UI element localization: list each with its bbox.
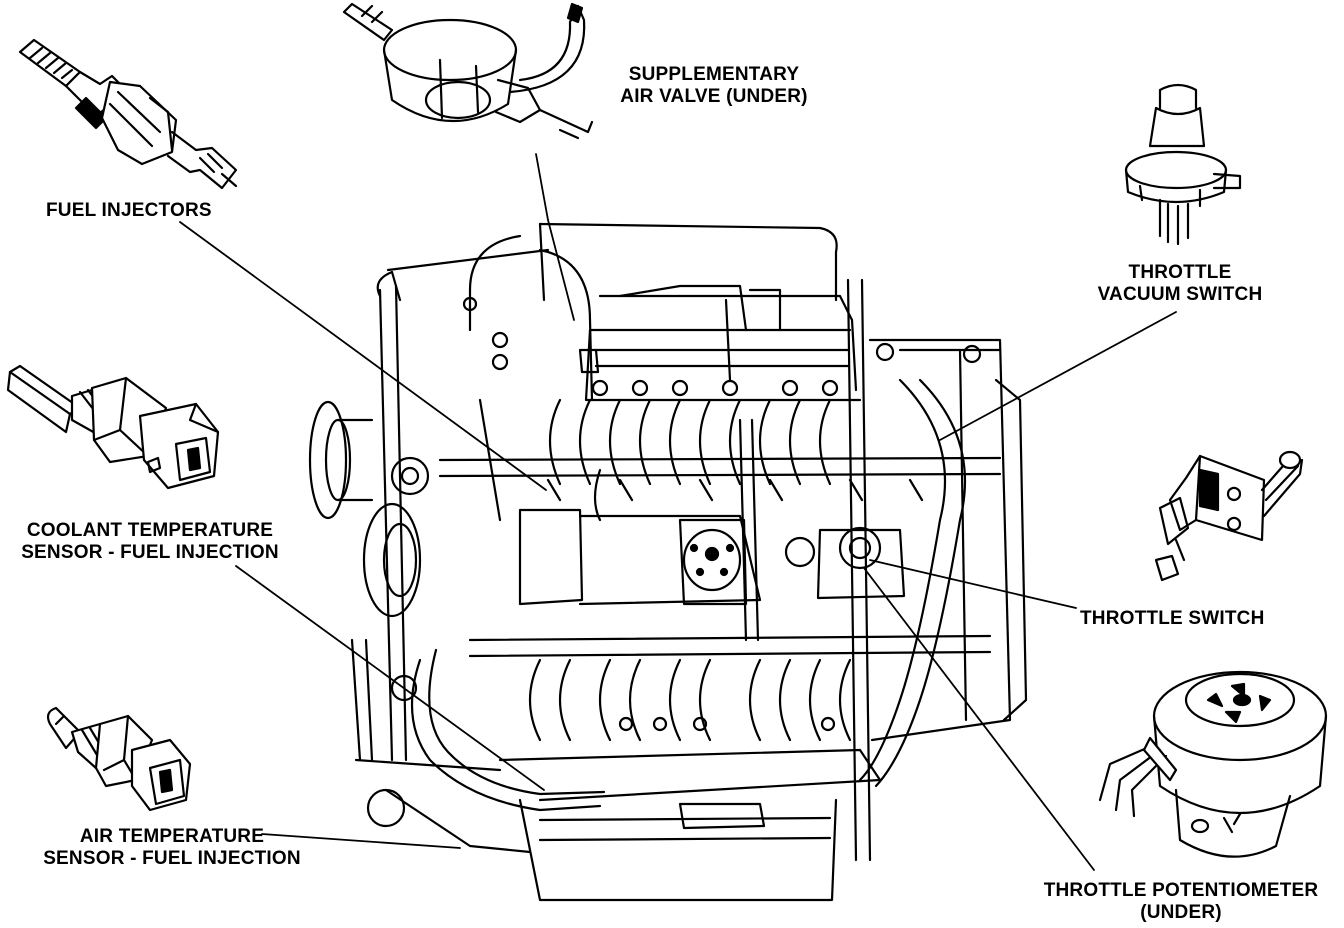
label-throttle-vacuum-switch: THROTTLE VACUUM SWITCH xyxy=(1070,262,1290,306)
label-throttle-switch-line1: THROTTLE SWITCH xyxy=(1080,608,1265,629)
coolant-temperature-sensor-illustration xyxy=(6,364,220,490)
leader-lines xyxy=(179,153,1177,871)
throttle-vacuum-switch-illustration xyxy=(1124,83,1242,246)
label-coolant-temperature-sensor-line1: COOLANT TEMPERATURE xyxy=(26,520,274,541)
label-supplementary-air-valve-line1: SUPPLEMENTARY xyxy=(628,64,800,85)
label-air-temperature-sensor-line2: SENSOR - FUEL INJECTION xyxy=(43,848,301,869)
engine-assembly xyxy=(308,222,1028,902)
label-throttle-potentiometer-line2: (UNDER) xyxy=(1140,902,1222,923)
leader-throttle-vacuum-switch xyxy=(939,311,1177,441)
label-air-temperature-sensor-line1: AIR TEMPERATURE xyxy=(79,826,265,847)
label-coolant-temperature-sensor-line2: SENSOR - FUEL INJECTION xyxy=(21,542,279,563)
label-throttle-potentiometer: THROTTLE POTENTIOMETER (UNDER) xyxy=(1020,880,1342,924)
leader-supplementary-air-valve xyxy=(535,153,575,321)
label-fuel-injectors: FUEL INJECTORS xyxy=(46,200,212,222)
throttle-potentiometer-illustration xyxy=(1098,670,1328,858)
leader-air-temperature-sensor xyxy=(261,833,461,849)
leader-fuel-injectors xyxy=(179,221,547,491)
air-temperature-sensor-illustration xyxy=(46,706,192,812)
leader-throttle-switch xyxy=(869,559,1077,609)
label-fuel-injectors-line1: FUEL INJECTORS xyxy=(46,200,212,221)
label-throttle-vacuum-switch-line1: THROTTLE xyxy=(1128,262,1232,283)
label-throttle-switch: THROTTLE SWITCH xyxy=(1080,608,1265,630)
label-supplementary-air-valve-line2: AIR VALVE (UNDER) xyxy=(620,86,808,107)
label-throttle-potentiometer-line1: THROTTLE POTENTIOMETER xyxy=(1043,880,1319,901)
label-throttle-vacuum-switch-line2: VACUUM SWITCH xyxy=(1097,284,1263,305)
label-coolant-temperature-sensor: COOLANT TEMPERATURE SENSOR - FUEL INJECT… xyxy=(0,520,300,564)
leader-throttle-potentiometer xyxy=(863,567,1095,871)
supplementary-air-valve-illustration xyxy=(342,2,594,140)
label-supplementary-air-valve: SUPPLEMENTARY AIR VALVE (UNDER) xyxy=(584,64,844,108)
leader-coolant-temperature-sensor xyxy=(235,565,545,791)
throttle-switch-illustration xyxy=(1154,450,1304,582)
fuel-injector-illustration xyxy=(18,38,238,190)
label-air-temperature-sensor: AIR TEMPERATURE SENSOR - FUEL INJECTION xyxy=(22,826,322,870)
